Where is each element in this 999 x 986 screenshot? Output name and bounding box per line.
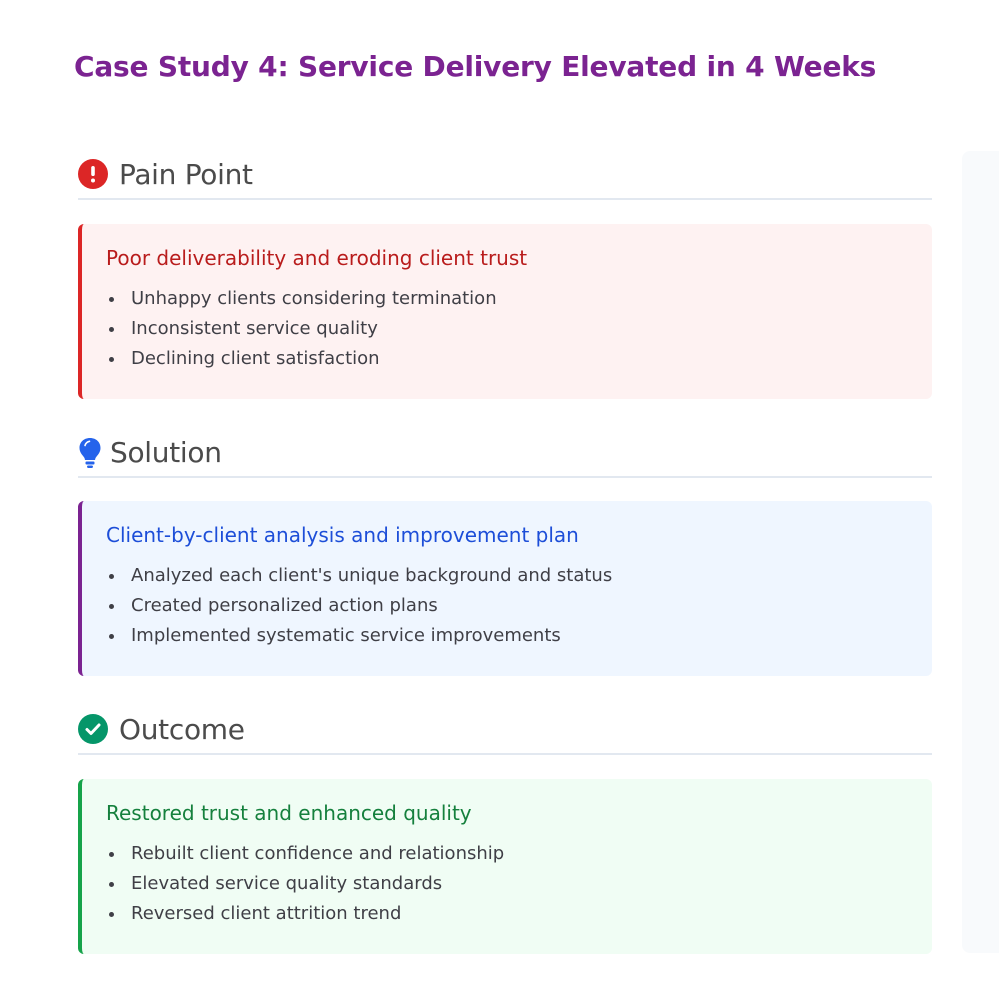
check-circle-icon [78,714,108,744]
pain-point-card: Poor deliverability and eroding client t… [78,224,932,399]
list-item: Rebuilt client confidence and relationsh… [106,839,912,869]
list-item: Unhappy clients considering termination [106,284,912,314]
pain-point-title: Pain Point [119,157,253,191]
pain-point-header: Pain Point [78,150,932,200]
solution-list: Analyzed each client's unique background… [106,561,912,651]
solution-section: Solution Client-by-client analysis and i… [78,428,932,676]
outcome-heading: Restored trust and enhanced quality [106,801,472,825]
outcome-list: Rebuilt client confidence and relationsh… [106,839,912,929]
list-item: Inconsistent service quality [106,314,912,344]
pain-point-list: Unhappy clients considering termination … [106,284,912,374]
list-item: Elevated service quality standards [106,869,912,899]
lightbulb-icon [78,437,102,468]
pain-point-heading: Poor deliverability and eroding client t… [106,246,528,270]
pain-point-section: Pain Point Poor deliverability and erodi… [78,150,932,399]
list-item: Declining client satisfaction [106,344,912,374]
solution-heading: Client-by-client analysis and improvemen… [106,523,579,547]
outcome-header: Outcome [78,705,932,755]
solution-card: Client-by-client analysis and improvemen… [78,501,932,676]
outcome-title: Outcome [119,712,245,746]
outcome-section: Outcome Restored trust and enhanced qual… [78,705,932,954]
solution-title: Solution [110,435,222,469]
list-item: Reversed client attrition trend [106,899,912,929]
solution-header: Solution [78,428,932,478]
exclamation-circle-icon [78,159,108,189]
list-item: Analyzed each client's unique background… [106,561,912,591]
outcome-card: Restored trust and enhanced quality Rebu… [78,779,932,954]
list-item: Implemented systematic service improveme… [106,621,912,651]
page-title: Case Study 4: Service Delivery Elevated … [74,50,877,83]
side-panel [962,151,999,953]
list-item: Created personalized action plans [106,591,912,621]
